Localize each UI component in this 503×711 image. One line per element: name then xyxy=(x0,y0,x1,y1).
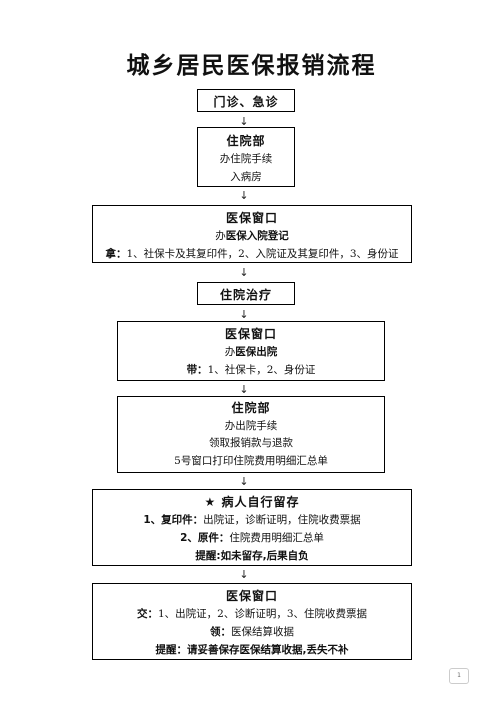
step-inpatient-discharge-line: 领取报销款与退款 xyxy=(209,437,293,449)
step-treatment-heading: 住院治疗 xyxy=(219,288,272,302)
flow-arrow: ↓ xyxy=(239,115,249,128)
step-retain-copies: 1、复印件：出院证，诊断证明，住院收费票据 xyxy=(143,514,361,526)
step-window-settlement-receive: 领：医保结算收据 xyxy=(210,626,294,638)
step-treatment-box: 住院治疗 xyxy=(197,282,295,305)
step-window-admission-box: 医保窗口 办医保入院登记 拿：1、社保卡及其复印件，2、入院证及其复印件，3、身… xyxy=(92,205,412,263)
step-window-admission-materials: 拿：1、社保卡及其复印件，2、入院证及其复印件，3、身份证 xyxy=(105,248,399,260)
step-window-settlement-heading: 医保窗口 xyxy=(225,589,278,603)
step-window-discharge-box: 医保窗口 办医保出院 带：1、社保卡，2、身份证 xyxy=(117,321,385,381)
step-window-admission-action: 办医保入院登记 xyxy=(215,230,289,242)
step-retain-reminder: 提醒:如未留存,后果自负 xyxy=(195,550,309,562)
page-title: 城乡居民医保报销流程 xyxy=(126,53,377,79)
page-number: 1 xyxy=(449,668,469,684)
step-outpatient-heading: 门诊、急诊 xyxy=(213,95,279,109)
flow-arrow: ↓ xyxy=(239,475,249,488)
step-inpatient-discharge-line: 办出院手续 xyxy=(224,419,278,432)
flow-arrow: ↓ xyxy=(239,568,249,581)
flow-arrow: ↓ xyxy=(239,383,249,396)
flow-arrow: ↓ xyxy=(239,189,249,202)
step-inpatient-dept-line: 入病房 xyxy=(230,171,262,183)
step-outpatient-box: 门诊、急诊 xyxy=(197,89,295,112)
step-window-discharge-action: 办医保出院 xyxy=(224,346,278,358)
step-window-settlement-reminder: 提醒：请妥善保存医保结算收据,丢失不补 xyxy=(155,644,349,656)
step-retain-originals: 2、原件：住院费用明细汇总单 xyxy=(180,532,324,544)
step-retain-heading: ★ 病人自行留存 xyxy=(204,495,300,509)
step-inpatient-discharge-heading: 住院部 xyxy=(231,401,271,415)
step-window-discharge-materials: 带：1、社保卡，2、身份证 xyxy=(186,364,316,376)
step-inpatient-dept-line: 办住院手续 xyxy=(219,153,273,165)
step-window-admission-heading: 医保窗口 xyxy=(225,211,278,225)
step-inpatient-dept-heading: 住院部 xyxy=(226,134,266,148)
step-inpatient-discharge-box: 住院部 办出院手续 领取报销款与退款 5号窗口打印住院费用明细汇总单 xyxy=(117,396,385,473)
step-window-settlement-submit: 交：1、出院证，2、诊断证明，3、住院收费票据 xyxy=(136,608,368,620)
step-window-discharge-heading: 医保窗口 xyxy=(224,327,277,341)
flow-arrow: ↓ xyxy=(239,308,249,321)
step-retain-box: ★ 病人自行留存 1、复印件：出院证，诊断证明，住院收费票据 2、原件：住院费用… xyxy=(92,489,412,566)
step-window-settlement-box: 医保窗口 交：1、出院证，2、诊断证明，3、住院收费票据 领：医保结算收据 提醒… xyxy=(92,583,412,660)
step-inpatient-discharge-line: 5号窗口打印住院费用明细汇总单 xyxy=(174,454,328,467)
step-inpatient-dept-box: 住院部 办住院手续 入病房 xyxy=(197,127,295,187)
flow-arrow: ↓ xyxy=(239,266,249,279)
